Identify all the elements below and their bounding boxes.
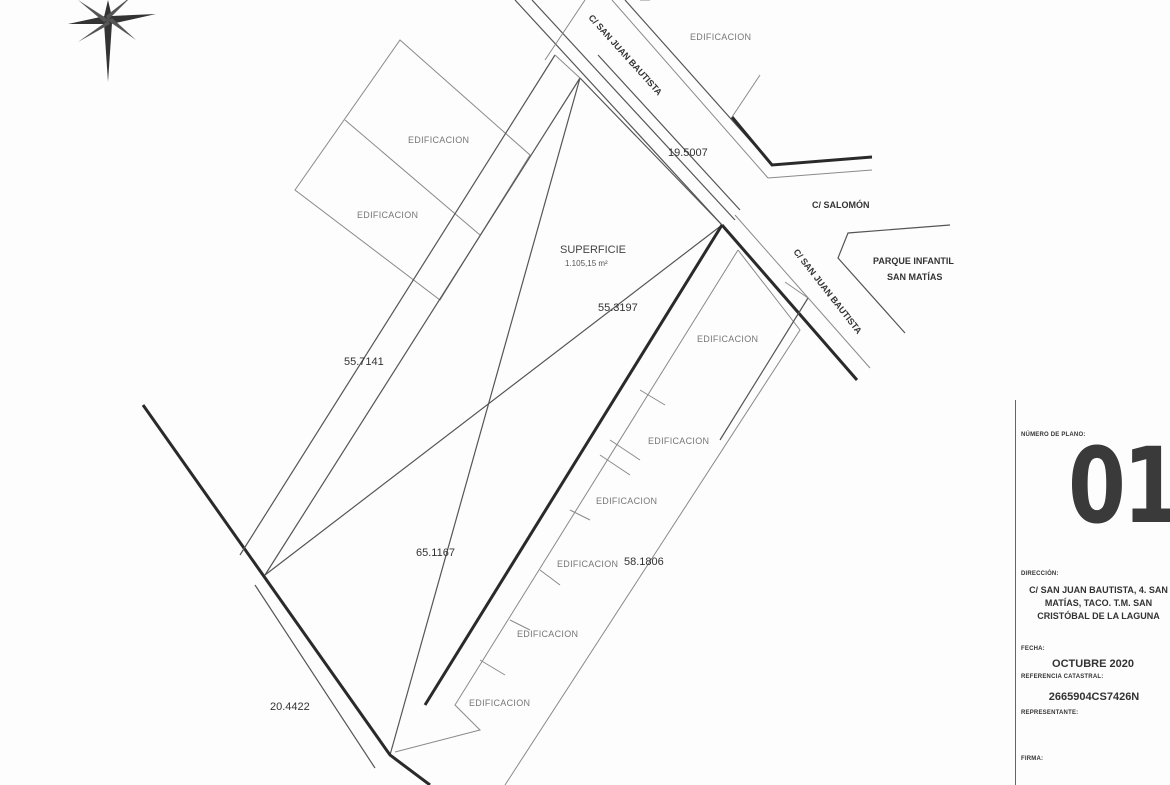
dimension-label: 55.3197 xyxy=(598,302,638,314)
building-label: EDIFICACION xyxy=(596,496,657,506)
dimension-label: 55.7141 xyxy=(344,356,384,368)
street-lines xyxy=(514,0,951,381)
dimension-label: 65.1167 xyxy=(416,547,455,559)
address-label: DIRECCIÓN: xyxy=(1021,571,1059,577)
building-label: EDIFICACION xyxy=(517,629,578,639)
building-outlines xyxy=(294,0,801,785)
park-label: PARQUE INFANTIL xyxy=(873,256,954,266)
dimension-label: 20.4422 xyxy=(270,701,310,713)
address-line: C/ SAN JUAN BAUTISTA, 4. SAN xyxy=(1029,585,1168,595)
title-block: NÚMERO DE PLANO: 01 DIRECCIÓN: C/ SAN JU… xyxy=(1015,400,1170,785)
building-label: EDIFICACION xyxy=(648,436,709,446)
dimension-lines xyxy=(239,54,809,769)
building-label: EDIFICACION xyxy=(408,135,469,145)
plan-number-label: NÚMERO DE PLANO: xyxy=(1021,432,1086,438)
compass-rose-icon xyxy=(68,0,156,82)
address-line: CRISTÓBAL DE LA LAGUNA xyxy=(1037,611,1160,621)
building-label: EDIFICACION xyxy=(469,698,530,708)
building-label: EDIFICACION xyxy=(557,559,618,569)
building-label: EDIFICACION xyxy=(357,210,418,220)
address: C/ SAN JUAN BAUTISTA, 4. SAN MATÍAS, TAC… xyxy=(1016,584,1170,623)
cadastral-reference: 2665904CS7426N xyxy=(1048,691,1140,703)
dimension-label: 19.5007 xyxy=(668,147,708,159)
park-label: SAN MATÍAS xyxy=(887,272,942,282)
date-label: FECHA: xyxy=(1021,646,1045,652)
cadastral-label: REFERENCIA CATASTRAL: xyxy=(1021,674,1104,680)
dimension-label: 58.1806 xyxy=(624,556,664,568)
date: OCTUBRE 2020 xyxy=(1052,658,1134,670)
signature-label: FIRMA: xyxy=(1021,756,1044,762)
surface-value: 1.105,15 m² xyxy=(565,259,608,268)
surface-label: SUPERFICIE xyxy=(560,244,626,256)
building-label: EDIFICACION xyxy=(690,32,751,42)
building-label: EDIFICACION xyxy=(697,334,758,344)
representative-label: REPRESENTANTE: xyxy=(1021,710,1079,716)
address-line: MATÍAS, TACO. T.M. SAN xyxy=(1044,598,1153,608)
parcel-outline xyxy=(141,77,724,785)
street-label-salomon: C/ SALOMÓN xyxy=(812,199,870,210)
plan-number: 01 xyxy=(1068,425,1170,547)
